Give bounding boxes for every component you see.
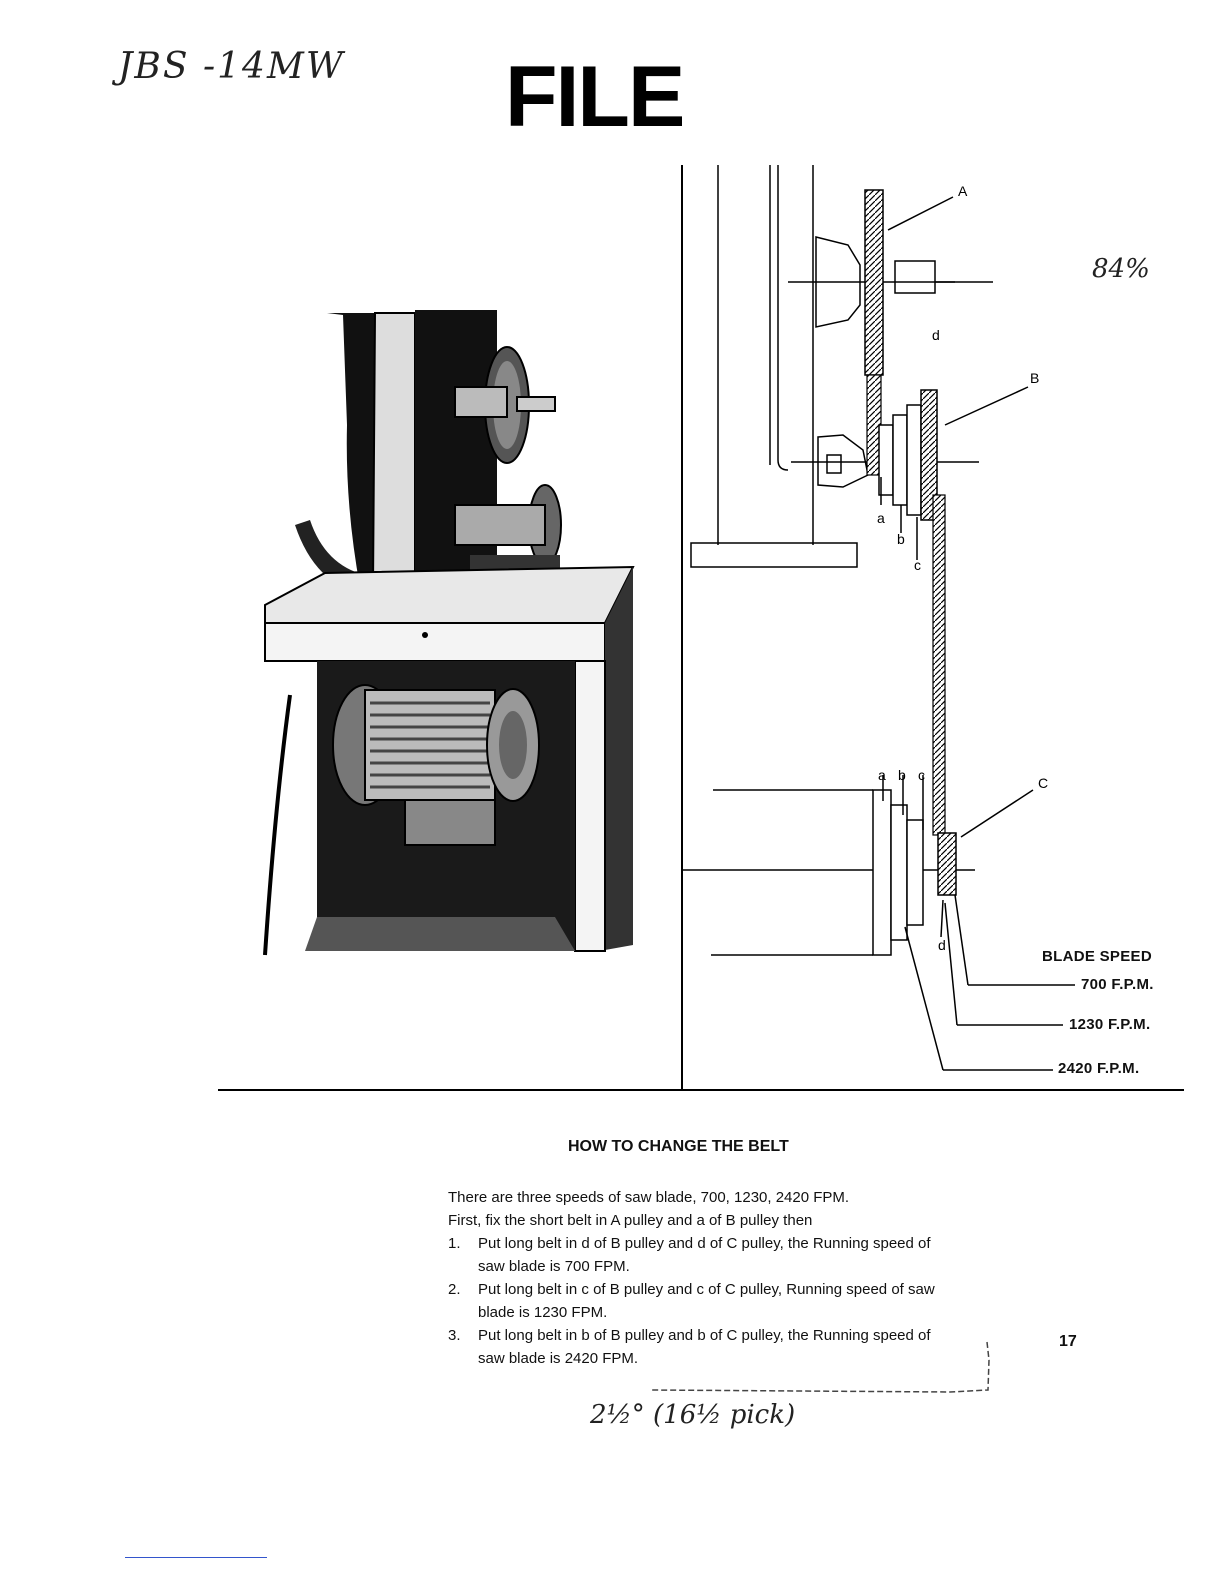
pulley-label-a: A	[958, 183, 968, 199]
groove-label-c-b: b	[898, 767, 906, 783]
groove-label-d-upper: d	[932, 327, 940, 343]
handwritten-model-note: JBS -14MW	[118, 46, 345, 87]
handwritten-percent-note: 84%	[1092, 254, 1150, 284]
groove-label-b-c: c	[914, 557, 921, 573]
belt-pulley-diagram	[683, 165, 1075, 1071]
blade-speed-title: BLADE SPEED	[1042, 948, 1152, 965]
instruction-step: 2.Put long belt in c of B pulley and c o…	[448, 1281, 935, 1321]
speed-1230: 1230 F.P.M.	[1069, 1016, 1151, 1033]
groove-label-c-c: c	[918, 767, 925, 783]
instruction-step: 1.Put long belt in d of B pulley and d o…	[448, 1235, 931, 1275]
speed-2420: 2420 F.P.M.	[1058, 1060, 1140, 1077]
instructions-intro-2: First, fix the short belt in A pulley an…	[448, 1212, 813, 1229]
instruction-step: 3.Put long belt in b of B pulley and b o…	[448, 1327, 931, 1367]
handwritten-bracket	[650, 1341, 990, 1393]
panel-divider-horizontal	[218, 1089, 1184, 1091]
bottom-rule	[125, 1557, 267, 1558]
instructions-intro-1: There are three speeds of saw blade, 700…	[448, 1189, 850, 1206]
file-stamp: FILE	[505, 49, 685, 145]
groove-label-c-a: a	[878, 767, 886, 783]
instructions-body: There are three speeds of saw blade, 700…	[448, 1186, 938, 1370]
instructions-title: HOW TO CHANGE THE BELT	[568, 1138, 789, 1155]
pulley-label-b: B	[1030, 370, 1040, 386]
machine-photo	[263, 310, 635, 956]
instructions-steps: 1.Put long belt in d of B pulley and d o…	[448, 1232, 938, 1370]
groove-label-d-lower: d	[938, 937, 946, 953]
speed-700: 700 F.P.M.	[1081, 976, 1154, 993]
handwritten-bottom-note: 2½° (16½ pick)	[590, 1400, 796, 1430]
page-number: 17	[1059, 1333, 1077, 1350]
panel-divider-vertical	[681, 165, 683, 1090]
pulley-label-c: C	[1038, 775, 1049, 791]
groove-label-b-a: a	[877, 510, 885, 526]
groove-label-b-b: b	[897, 531, 905, 547]
